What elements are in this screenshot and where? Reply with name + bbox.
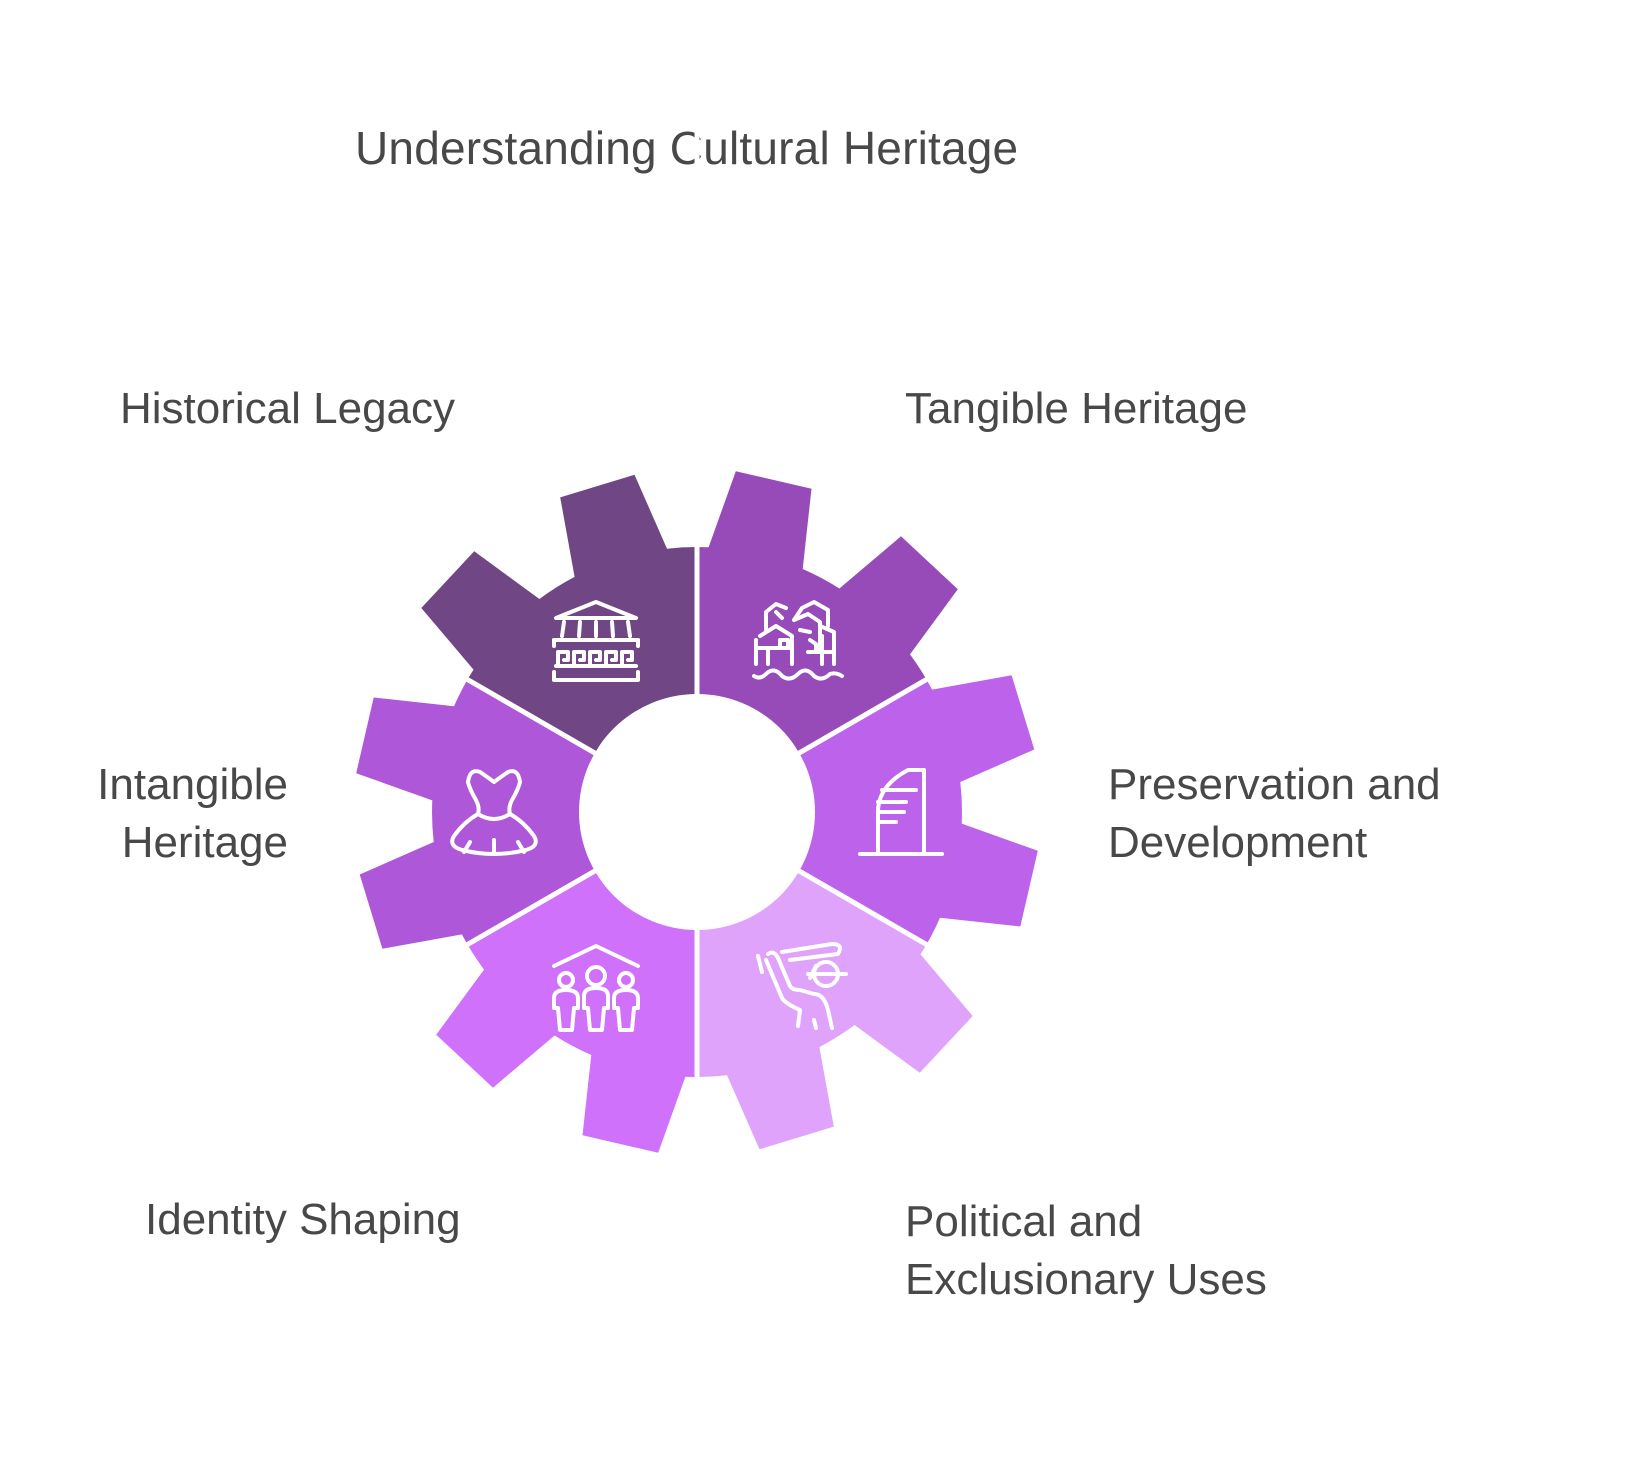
sector-divider [695, 809, 1392, 1215]
coastal-houses-icon [752, 600, 844, 681]
dress-icon [450, 769, 538, 856]
diagram-title: Understanding Cultural Heritage [355, 122, 1019, 174]
sector-separators [2, 12, 1392, 1478]
label-tangible-heritage: Tangible Heritage [905, 380, 1247, 438]
gear-sectors [356, 471, 1038, 1153]
community-family-icon [552, 944, 640, 1032]
gear-center-hole [579, 694, 815, 930]
protest-no-entry-icon [756, 942, 848, 1030]
sector-political-and-exclusionary-uses [697, 812, 1038, 1153]
sector-divider [2, 809, 699, 1215]
label-intangible-heritage: Intangible Heritage [60, 756, 288, 872]
label-line: Identity Shaping [145, 1195, 461, 1244]
label-line: Intangible [97, 760, 288, 809]
label-line: Development [1108, 818, 1368, 867]
label-line: Exclusionary Uses [905, 1255, 1267, 1304]
label-historical-legacy: Historical Legacy [120, 380, 455, 438]
modern-building-icon [858, 768, 944, 856]
label-line: Heritage [121, 818, 288, 867]
sector-identity-shaping [356, 812, 697, 1153]
label-line: Preservation and [1108, 760, 1441, 809]
label-line: Tangible Heritage [905, 384, 1248, 433]
sector-tangible-heritage [697, 471, 1038, 812]
label-preservation-and-development: Preservation and Development [1108, 756, 1441, 872]
temple-icon [552, 600, 640, 682]
label-identity-shaping: Identity Shaping [145, 1191, 461, 1249]
sector-divider [2, 409, 699, 815]
label-line: Political and [905, 1197, 1143, 1246]
sector-historical-legacy [356, 471, 697, 812]
label-line: Historical Legacy [120, 384, 456, 433]
sector-divider [695, 409, 1392, 815]
label-political-and-exclusionary-uses: Political and Exclusionary Uses [905, 1193, 1267, 1309]
